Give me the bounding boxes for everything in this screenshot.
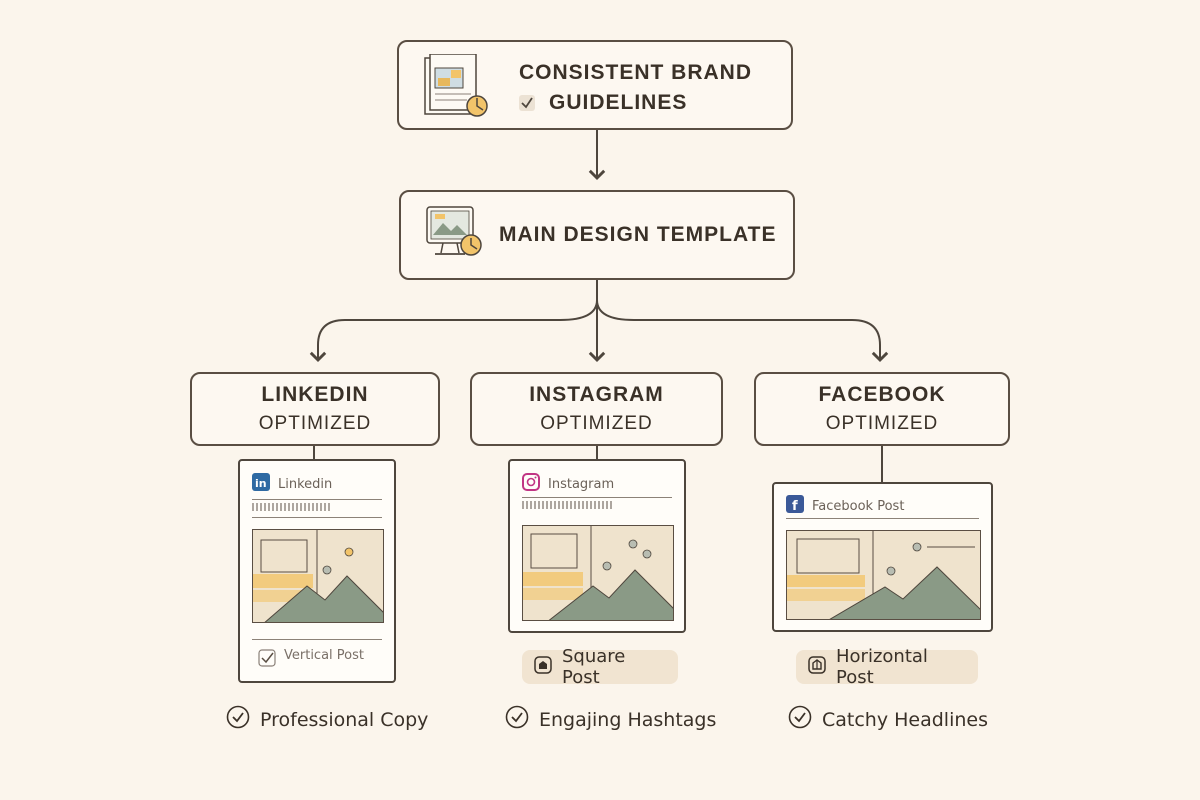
post-image: [252, 529, 384, 623]
card-platform-label: Facebook Post: [812, 498, 905, 514]
linkedin-post-card: in Linkedin Vertical Post: [238, 459, 396, 683]
text-placeholder: [252, 503, 332, 511]
check-circle-icon: [505, 705, 529, 734]
post-image: [522, 525, 674, 621]
card-header: in Linkedin: [252, 473, 332, 495]
check-box-icon: [258, 649, 276, 671]
divider: [252, 499, 382, 500]
arrow-main-to-facebook: [596, 299, 889, 363]
feature-engaging-hashtags: Engajing Hashtags: [505, 705, 716, 734]
platform-name: LINKEDIN: [261, 383, 369, 406]
check-icon: [519, 95, 535, 111]
brand-title-line2-row: GUIDELINES: [519, 91, 687, 115]
text-placeholder: [522, 501, 612, 509]
platform-subtitle: OPTIMIZED: [540, 413, 653, 434]
facebook-optimized-box: FACEBOOK OPTIMIZED: [754, 372, 1010, 446]
check-circle-icon: [788, 705, 812, 734]
documents-icon: [421, 53, 491, 124]
feature-professional-copy: Professional Copy: [226, 705, 428, 734]
instagram-logo-icon: [522, 473, 540, 495]
divider: [252, 517, 382, 518]
instagram-optimized-box: INSTAGRAM OPTIMIZED: [470, 372, 723, 446]
platform-subtitle: OPTIMIZED: [258, 413, 372, 434]
brand-title-line1: CONSISTENT BRAND: [519, 61, 753, 84]
divider: [252, 639, 382, 640]
square-format-icon: [534, 655, 552, 679]
card-platform-label: Instagram: [548, 476, 615, 492]
format-label: Horizontal Post: [836, 646, 928, 688]
main-template-title: MAIN DESIGN TEMPLATE: [499, 223, 777, 246]
brand-title-line2: GUIDELINES: [549, 91, 688, 114]
brand-guidelines-box: CONSISTENT BRAND GUIDELINES: [397, 40, 793, 130]
square-post-badge: Square Post: [522, 646, 678, 688]
post-image: [786, 530, 981, 620]
feature-label: Engajing Hashtags: [539, 708, 717, 731]
platform-subtitle: OPTIMIZED: [825, 413, 939, 434]
divider: [786, 518, 979, 519]
feature-label: Catchy Headlines: [822, 708, 988, 731]
instagram-post-card: Instagram: [508, 459, 686, 633]
horizontal-post-badge: Horizontal Post: [796, 646, 978, 688]
facebook-post-card: f Facebook Post: [772, 482, 993, 632]
feature-catchy-headlines: Catchy Headlines: [788, 705, 988, 734]
platform-name: FACEBOOK: [818, 383, 946, 406]
horizontal-format-icon: [808, 655, 826, 679]
svg-text:f: f: [792, 499, 798, 513]
svg-text:in: in: [255, 477, 267, 490]
check-circle-icon: [226, 705, 250, 734]
divider: [522, 497, 672, 498]
feature-label: Professional Copy: [260, 708, 429, 731]
facebook-logo-icon: f: [786, 495, 804, 517]
main-design-template-box: MAIN DESIGN TEMPLATE: [399, 190, 795, 280]
post-format-label: Vertical Post: [284, 648, 364, 663]
format-label: Square Post: [562, 646, 626, 688]
card-header: Instagram: [522, 473, 614, 495]
card-platform-label: Linkedin: [278, 476, 333, 492]
platform-name: INSTAGRAM: [529, 383, 664, 406]
card-header: f Facebook Post: [786, 495, 904, 517]
linkedin-optimized-box: LINKEDIN OPTIMIZED: [190, 372, 440, 446]
monitor-icon: [425, 205, 483, 265]
linkedin-logo-icon: in: [252, 473, 270, 495]
arrow-main-to-linkedin: [309, 299, 598, 363]
